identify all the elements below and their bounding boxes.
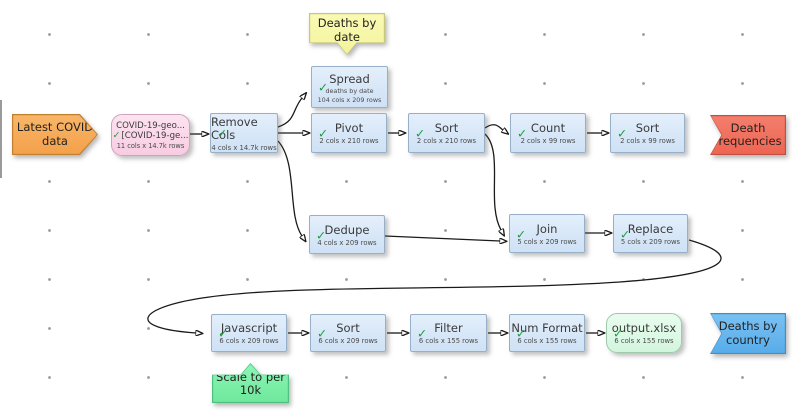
- node-title: Javascript: [220, 321, 278, 336]
- check-icon: ✓: [415, 126, 426, 141]
- edge-removecols-dedupe: [277, 140, 302, 236]
- node-title: output.xlsx: [611, 321, 677, 336]
- check-icon: ✓: [217, 126, 228, 141]
- node-spread[interactable]: ✓ Spread deaths by date 104 cols x 209 r…: [311, 66, 388, 108]
- node-title: Sort: [336, 321, 360, 336]
- check-icon: ✓: [112, 130, 121, 142]
- node-size: 6 cols x 209 rows: [219, 337, 279, 346]
- node-replace[interactable]: ✓ Replace 5 cols x 209 rows: [613, 214, 688, 253]
- node-size: 6 cols x 155 rows: [517, 337, 577, 346]
- node-size: 2 cols x 210 rows: [416, 137, 477, 146]
- source-file-line1: COVID-19-geo...: [116, 121, 185, 132]
- source-file-size: 11 cols x 14.7k rows: [116, 142, 185, 151]
- node-join[interactable]: ✓ Join 5 cols x 209 rows: [509, 214, 585, 253]
- node-title: Join: [536, 221, 558, 236]
- node-title: Filter: [434, 321, 463, 336]
- node-size: 6 cols x 155 rows: [418, 337, 479, 346]
- node-remove-cols[interactable]: ✓ Remove Cols 4 cols x 14.7k rows: [210, 113, 278, 153]
- node-title: Spread: [329, 71, 370, 86]
- node-title: Dedupe: [324, 222, 370, 237]
- check-icon: ✓: [516, 326, 527, 341]
- node-pivot[interactable]: ✓ Pivot 2 cols x 210 rows: [311, 113, 387, 153]
- note-deaths-by-date[interactable]: Deaths by date: [309, 13, 385, 55]
- note-scale-to-per-10k[interactable]: Scale to per 10k: [212, 363, 289, 403]
- node-count[interactable]: ✓ Count 2 cols x 99 rows: [510, 113, 586, 153]
- node-title: Count: [530, 121, 566, 136]
- node-size: 6 cols x 209 rows: [318, 337, 378, 346]
- node-size: 2 cols x 99 rows: [520, 137, 576, 146]
- node-size: 4 cols x 14.7k rows: [211, 143, 277, 152]
- node-note: deaths by date: [325, 86, 374, 95]
- node-sort-1[interactable]: ✓ Sort 2 cols x 210 rows: [408, 113, 485, 153]
- node-num-format[interactable]: ✓ Num Format 6 cols x 155 rows: [509, 314, 585, 352]
- node-source-file[interactable]: COVID-19-geo... ✓[COVID-19-ge... 11 cols…: [111, 114, 190, 156]
- node-size: 6 cols x 155 rows: [614, 337, 674, 346]
- input-marker-latest-covid-data[interactable]: Latest COVID data: [12, 114, 98, 155]
- input-marker-label: Latest COVID data: [13, 115, 97, 154]
- edge-sorta-join: [484, 133, 501, 230]
- node-title: Remove Cols: [211, 114, 258, 142]
- node-sort-2[interactable]: ✓ Sort 2 cols x 99 rows: [610, 113, 685, 153]
- node-size: 2 cols x 210 rows: [319, 137, 379, 146]
- output-marker-deaths-by-country[interactable]: Deaths by country: [710, 313, 786, 354]
- check-icon: ✓: [617, 126, 628, 141]
- node-output-xlsx[interactable]: ✓ output.xlsx 6 cols x 155 rows: [606, 313, 682, 353]
- node-size: 5 cols x 209 rows: [620, 237, 681, 246]
- check-icon: ✓: [316, 227, 327, 242]
- node-size: 2 cols x 99 rows: [620, 137, 675, 146]
- note-label: Scale to per 10k: [213, 364, 288, 402]
- edge-sorta-count: [484, 124, 503, 130]
- output-marker-label: Deaths by country: [711, 314, 785, 353]
- check-icon: ✓: [417, 326, 428, 341]
- output-marker-death-frequencies[interactable]: Death frequencies: [710, 115, 786, 155]
- node-size: 4 cols x 209 rows: [317, 238, 377, 247]
- note-label: Deaths by date: [310, 14, 384, 54]
- node-size: 104 cols x 209 rows: [317, 95, 382, 104]
- node-title: Replace: [627, 221, 674, 236]
- check-icon: ✓: [613, 326, 624, 341]
- edge-dedupe-join: [384, 235, 500, 241]
- node-title: Num Format: [511, 321, 583, 336]
- check-icon: ✓: [317, 326, 328, 341]
- check-icon: ✓: [318, 80, 329, 95]
- node-javascript[interactable]: ✓ Javascript 6 cols x 209 rows: [211, 314, 287, 352]
- node-title: Sort: [635, 121, 660, 136]
- node-sort-3[interactable]: ✓ Sort 6 cols x 209 rows: [310, 314, 386, 352]
- canvas-left-edge: [0, 100, 2, 178]
- check-icon: ✓: [218, 326, 229, 341]
- output-marker-label: Death frequencies: [711, 116, 785, 154]
- node-size: 5 cols x 209 rows: [517, 237, 577, 246]
- edge-removecols-spread: [277, 98, 302, 128]
- node-filter[interactable]: ✓ Filter 6 cols x 155 rows: [410, 314, 487, 352]
- node-title: Sort: [434, 121, 459, 136]
- node-title: Pivot: [334, 121, 364, 136]
- check-icon: ✓: [620, 226, 631, 241]
- check-icon: ✓: [517, 126, 528, 141]
- node-dedupe[interactable]: ✓ Dedupe 4 cols x 209 rows: [309, 215, 385, 254]
- check-icon: ✓: [318, 126, 329, 141]
- source-file-line2: [COVID-19-ge...: [121, 131, 189, 142]
- check-icon: ✓: [516, 226, 527, 241]
